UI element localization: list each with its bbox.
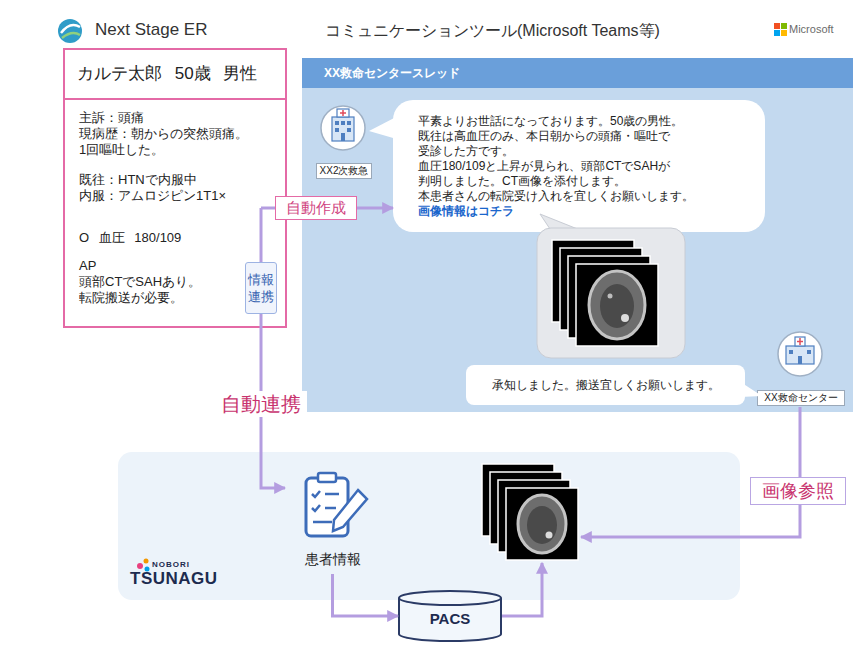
connector: [333, 574, 399, 616]
message-text: 血圧180/109と上昇が見られ、頭部CTでSAHが 判明しました。CT画像を添…: [418, 159, 677, 189]
box-label: 情報 連携: [247, 271, 275, 305]
brand-square: [774, 23, 780, 29]
hospital-cross: [797, 338, 803, 345]
ct-frame: [576, 264, 658, 346]
window: [335, 128, 339, 132]
ct-brain: [518, 495, 566, 553]
cylinder-rim: [399, 598, 501, 605]
icon-label: XX救命センター: [758, 391, 844, 405]
ct-frame: [506, 488, 578, 560]
brand-text: Microsoft: [789, 22, 834, 36]
edge-label: 自動作成: [275, 196, 357, 220]
window: [347, 121, 351, 125]
door: [341, 133, 345, 141]
ct-brain-core: [527, 506, 557, 544]
sender-label: XX2次救急: [316, 163, 372, 179]
tsunagu-panel: NOBORITSUNAGU 患者情報: [118, 452, 740, 600]
logo-mark: [58, 19, 82, 43]
brand-square: [781, 30, 787, 36]
ct-spot: [608, 294, 613, 299]
ct-brain: [589, 271, 645, 339]
bubble-tail: [740, 383, 762, 397]
ct-spot: [546, 532, 553, 539]
pen: [333, 490, 367, 531]
logo-text: NOBORI: [152, 560, 190, 570]
brand-square: [781, 23, 787, 29]
window: [347, 128, 351, 132]
hospital-cross: [340, 110, 346, 116]
brand-square: [774, 30, 780, 36]
check-marks: [312, 491, 320, 511]
hospital-icon: [321, 106, 365, 150]
flow-label: 画像参照: [750, 477, 846, 505]
hospital-icon: [778, 332, 822, 376]
flow-line: [502, 563, 542, 616]
link-text: 画像情報はコチラ: [418, 204, 514, 219]
receiver-label: XX救命センター: [757, 390, 845, 406]
icon-label: 患者情報: [285, 550, 380, 568]
patient-card: カルテ太郎 50歳 男性主訴：頭痛現病歴：朝からの突然頭痛。 1回嘔吐した。既往…: [63, 48, 287, 328]
logo-swirl: [62, 33, 80, 38]
reply-text: 承知しました。搬送宜しくお願いします。: [466, 377, 745, 393]
card-text: 既往：HTNで内服中: [79, 172, 197, 188]
hospital-sign: [795, 337, 805, 346]
hospital-building: [786, 346, 814, 364]
door: [798, 356, 802, 364]
window: [789, 350, 793, 354]
attachment-bubble: [537, 228, 685, 358]
app-title: Next Stage ER: [95, 20, 207, 40]
logo-text: TSUNAGU: [130, 569, 218, 589]
message-text: 本患者さんの転院受け入れを宜しくお願いします。: [418, 189, 708, 204]
pacs-label: PACS: [398, 610, 502, 628]
message-bubble: 平素よりお世話になっております。50歳の男性。既往は高血圧のみ、本日朝からの頭痛…: [393, 100, 765, 232]
logo-dot: [137, 563, 143, 569]
card-heading: カルテ太郎 50歳 男性: [65, 50, 285, 100]
window: [807, 350, 811, 354]
card-text: 主訴：頭痛: [79, 110, 144, 126]
reply-bubble: 承知しました。搬送宜しくお願いします。: [466, 365, 745, 405]
message-text: 既往は高血圧のみ、本日朝からの頭痛・嘔吐で 受診した方です。: [418, 129, 677, 159]
reference-line: [581, 407, 800, 537]
logo-dot: [145, 567, 150, 572]
logo-dot: [144, 559, 149, 564]
cylinder-body: [399, 591, 501, 641]
icon-label: XX2次救急: [317, 164, 371, 178]
card-text: 頭部CTでSAHあり。 転院搬送が必要。: [79, 274, 207, 306]
bubble-tail: [369, 116, 400, 140]
window: [335, 121, 339, 125]
card-text: AP: [79, 258, 96, 274]
thread-title: XX救命センタースレッド: [302, 58, 853, 88]
hospital-sign: [337, 109, 349, 117]
window: [341, 121, 345, 125]
card-text: 現病歴：朝からの突然頭痛。 1回嘔吐した。: [79, 126, 251, 158]
card-text: O 血圧 180/109: [79, 230, 181, 246]
hospital-building: [332, 117, 354, 141]
clipboard-clip: [318, 473, 336, 482]
logo-swirl: [61, 25, 80, 33]
edge-label: 自動連携: [215, 391, 307, 417]
message-text: 平素よりお世話になっております。50歳の男性。: [418, 114, 698, 129]
tool-title: コミュニケーションツール(Microsoft Teams等): [325, 21, 660, 41]
ct-spot: [621, 314, 629, 322]
card-text: 内服：アムロジピン1T1×: [79, 188, 226, 204]
ct-brain-core: [600, 284, 634, 328]
info-link-box: 情報 連携: [245, 262, 277, 314]
pacs-cylinder: PACS: [398, 590, 502, 642]
